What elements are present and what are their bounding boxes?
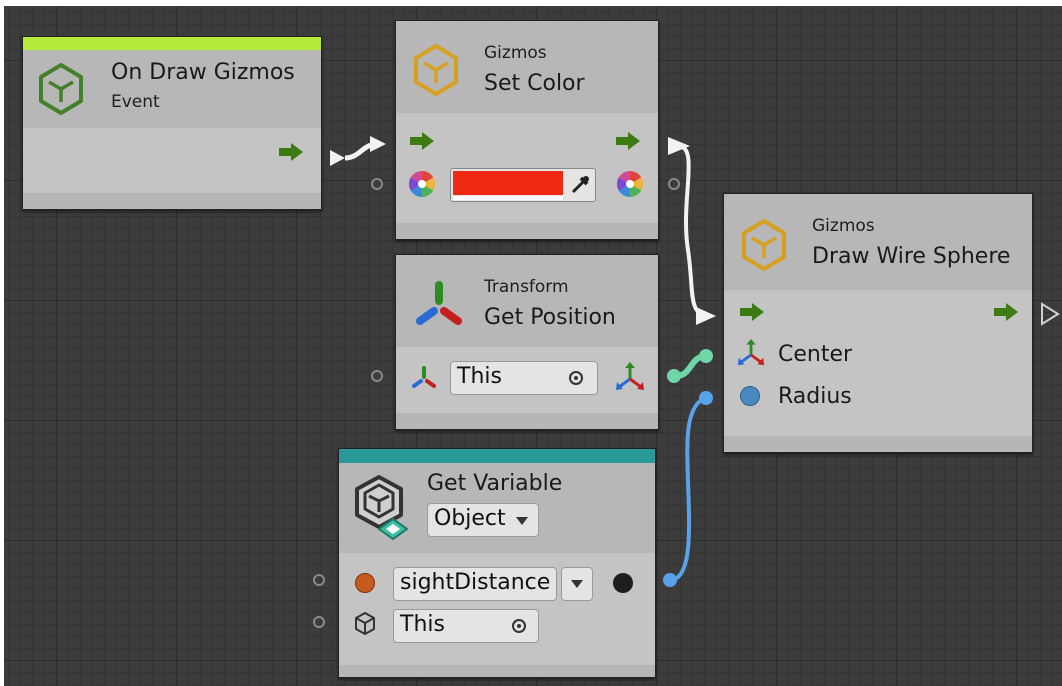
node-category: Transform <box>484 277 569 297</box>
flow-in-arrow-icon[interactable] <box>738 302 766 322</box>
target-object-field[interactable]: This <box>450 361 598 395</box>
variable-name-field[interactable]: sightDistance <box>393 567 557 601</box>
get-position-node[interactable]: Transform Get Position This <box>395 254 659 430</box>
node-category: Gizmos <box>812 216 875 236</box>
get-variable-node[interactable]: Get Variable Object sightDistance This <box>338 448 656 678</box>
flow-wire-arrowhead <box>330 150 345 166</box>
node-header: On Draw Gizmos Event <box>23 50 321 128</box>
node-header: Get Variable Object <box>339 463 655 553</box>
flow-in-arrow-icon[interactable] <box>408 131 436 151</box>
cube-icon <box>353 611 377 641</box>
dropdown-value: Object <box>434 506 506 531</box>
node-title: Set Color <box>484 71 585 96</box>
target-object-field[interactable]: This <box>393 609 539 643</box>
color-field[interactable] <box>450 168 596 202</box>
node-title: Get Position <box>484 305 616 330</box>
color-wheel-icon <box>408 170 436 202</box>
center-port-label: Center <box>778 342 853 367</box>
vector3-axis-icon[interactable] <box>614 361 646 397</box>
draw-wire-sphere-node[interactable]: Gizmos Draw Wire Sphere Center Radius <box>723 193 1033 453</box>
value-output-port[interactable] <box>613 573 633 593</box>
cube-icon <box>37 62 85 120</box>
color-output-port[interactable] <box>668 178 680 190</box>
node-title: Get Variable <box>427 471 563 496</box>
field-value: This <box>457 364 502 389</box>
eyedropper-icon[interactable] <box>569 174 591 200</box>
node-title: Draw Wire Sphere <box>812 244 1011 269</box>
variable-color-bar <box>339 449 655 463</box>
transform-axis-icon <box>410 365 438 395</box>
node-header: Gizmos Draw Wire Sphere <box>724 194 1032 290</box>
field-value: sightDistance <box>400 570 551 595</box>
target-input-port[interactable] <box>313 616 325 628</box>
field-value: This <box>400 612 445 637</box>
variable-name-dropdown[interactable] <box>561 567 593 601</box>
transform-axis-icon <box>412 279 466 337</box>
cube-icon <box>740 218 788 276</box>
event-color-bar <box>23 37 321 50</box>
node-subtitle: Event <box>111 92 160 112</box>
flow-out-arrow-icon[interactable] <box>992 302 1020 322</box>
flow-wire-setcolor-to-sphere <box>677 144 707 318</box>
variable-cube-icon <box>349 473 415 547</box>
vector3-axis-icon <box>736 338 766 372</box>
target-icon[interactable] <box>569 371 583 385</box>
variable-kind-dropdown[interactable]: Object <box>427 503 539 537</box>
radius-port-label: Radius <box>778 384 852 409</box>
node-category: Gizmos <box>484 43 547 63</box>
dropdown-arrow-icon <box>571 580 583 588</box>
dropdown-arrow-icon <box>516 517 528 525</box>
node-title: On Draw Gizmos <box>111 60 295 85</box>
sphere-flow-out-port <box>1041 302 1060 326</box>
object-port-icon <box>355 573 375 593</box>
float-wire-variable-to-radius <box>668 396 708 582</box>
node-header: Transform Get Position <box>396 255 658 347</box>
node-header: Gizmos Set Color <box>396 21 658 113</box>
target-icon[interactable] <box>512 619 526 633</box>
target-input-port[interactable] <box>371 370 383 382</box>
color-input-port[interactable] <box>371 178 383 190</box>
variable-name-input-port[interactable] <box>313 574 325 586</box>
cube-icon <box>412 43 460 101</box>
float-port-icon <box>740 386 760 406</box>
color-swatch <box>453 171 563 195</box>
set-color-node[interactable]: Gizmos Set Color <box>395 20 659 240</box>
on-draw-gizmos-node[interactable]: On Draw Gizmos Event <box>22 36 322 210</box>
color-wheel-icon[interactable] <box>616 170 644 202</box>
flow-out-arrow-icon[interactable] <box>614 131 642 151</box>
flow-arrow-icon[interactable] <box>277 142 305 162</box>
